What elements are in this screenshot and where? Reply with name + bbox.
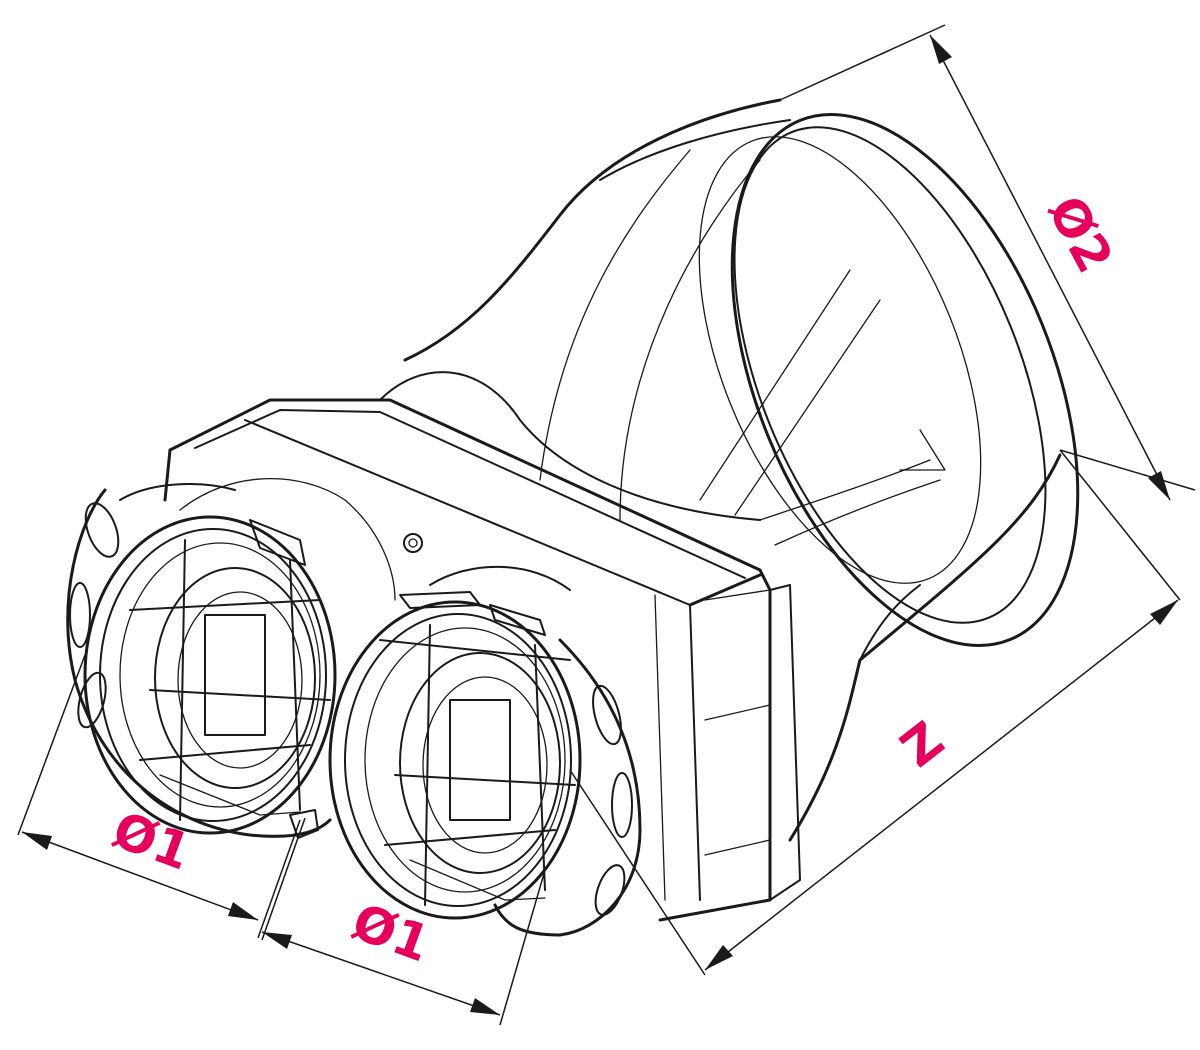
large-outlet-pipe [379,98,1080,842]
dimension-d2 [779,24,1196,501]
right-spigot [179,478,642,937]
left-spigot [66,483,337,839]
label-d1-right: Ø1 [345,892,437,973]
dimension-d1-left [17,654,301,939]
dimension-z [569,449,1181,976]
rectangular-body [163,398,801,922]
dimension-d1-right [261,817,546,1026]
label-d1-left: Ø1 [106,801,198,882]
label-z: Z [890,711,954,779]
